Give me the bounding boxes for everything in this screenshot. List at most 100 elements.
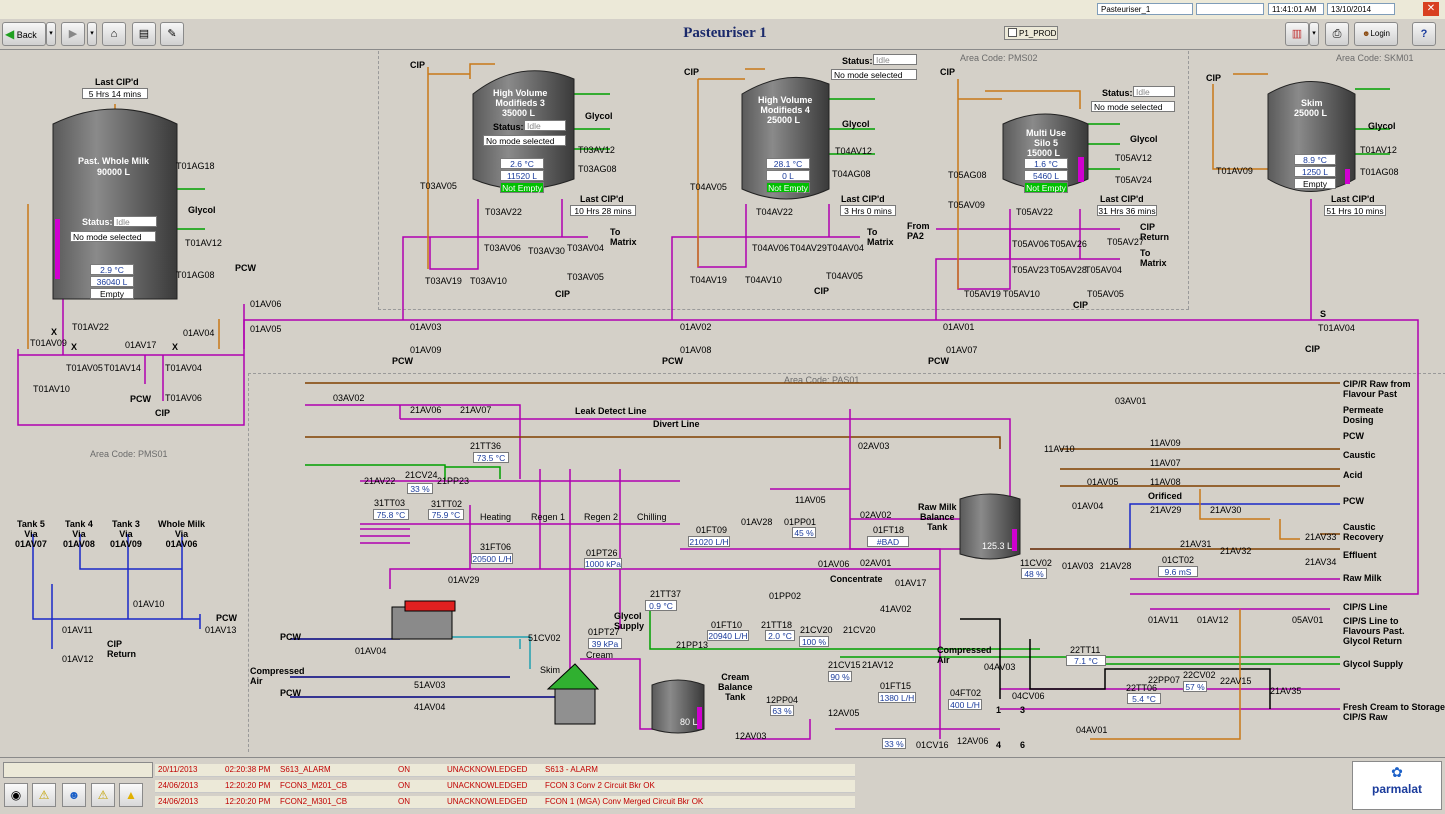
21av07-label[interactable]: 21AV07 bbox=[460, 405, 492, 415]
skim-ag08-label[interactable]: T01AG08 bbox=[1360, 167, 1399, 177]
05av01-label[interactable]: 05AV01 bbox=[1292, 615, 1324, 625]
01av04-process-b-label[interactable]: 01AV04 bbox=[1072, 501, 1104, 511]
22pp07-label[interactable]: 22PP07 bbox=[1148, 675, 1181, 685]
03av01-label[interactable]: 03AV01 bbox=[1115, 396, 1147, 406]
01av06-label[interactable]: 01AV06 bbox=[250, 299, 282, 309]
11av10-label[interactable]: 11AV10 bbox=[1044, 444, 1075, 454]
21av31-label[interactable]: 21AV31 bbox=[1180, 539, 1212, 549]
01av12-label[interactable]: 01AV12 bbox=[1197, 615, 1229, 625]
t05av09-label[interactable]: T05AV09 bbox=[948, 200, 985, 210]
t03ag08-label[interactable]: T03AG08 bbox=[578, 164, 617, 174]
alarm-row-0[interactable]: 20/11/2013 02:20:38 PM S613_ALARM ON UNA… bbox=[155, 764, 855, 777]
21av29-label[interactable]: 21AV29 bbox=[1150, 505, 1182, 515]
t05av26-label[interactable]: T05AV26 bbox=[1050, 239, 1087, 249]
01av05-process-label[interactable]: 01AV05 bbox=[1087, 477, 1119, 487]
11av09-label[interactable]: 11AV09 bbox=[1150, 438, 1181, 448]
alarm-summary-button[interactable]: ⚠ bbox=[32, 783, 56, 807]
t04av29-label[interactable]: T04AV29 bbox=[790, 243, 827, 253]
regen1-section[interactable]: Regen 1 bbox=[531, 512, 566, 522]
t04av12-label[interactable]: T04AV12 bbox=[835, 146, 872, 156]
t05av04-label[interactable]: T05AV04 bbox=[1085, 265, 1122, 275]
t01ag08-label[interactable]: T01AG08 bbox=[176, 270, 215, 280]
alarm-list-button[interactable]: ⚠ bbox=[91, 783, 115, 807]
t03av12-label[interactable]: T03AV12 bbox=[578, 145, 615, 155]
12av05-label[interactable]: 12AV05 bbox=[828, 708, 860, 718]
21av28-label[interactable]: 21AV28 bbox=[1100, 561, 1132, 571]
p1-prod-checkbox[interactable]: P1_PROD bbox=[1004, 26, 1058, 40]
raw-milk-balance-tank-label[interactable]: Raw Milk Balance Tank bbox=[918, 502, 957, 532]
11cv02-label[interactable]: 11CV02 bbox=[1020, 558, 1052, 568]
cream-balance-tank-label[interactable]: Cream Balance Tank bbox=[718, 672, 753, 702]
alarm-row-1[interactable]: 24/06/2013 12:20:20 PM FCON3_M201_CB ON … bbox=[155, 780, 855, 793]
back-button[interactable]: ◀ Back bbox=[2, 22, 46, 46]
22av15-label[interactable]: 22AV15 bbox=[1220, 676, 1252, 686]
t03av30-label[interactable]: T03AV30 bbox=[528, 246, 565, 256]
01pp01-label[interactable]: 01PP01 bbox=[784, 517, 817, 527]
t03av05b-label[interactable]: T03AV05 bbox=[567, 272, 604, 282]
03av02-label[interactable]: 03AV02 bbox=[333, 393, 365, 403]
heating-section[interactable]: Heating bbox=[480, 512, 512, 522]
01pp02-label[interactable]: 01PP02 bbox=[769, 591, 802, 601]
t03av05-label[interactable]: T03AV05 bbox=[420, 181, 457, 191]
t03-tank-name[interactable]: High Volume Modifieds 3 bbox=[493, 88, 548, 108]
04av03-label[interactable]: 04AV03 bbox=[984, 662, 1016, 672]
forward-dropdown-button[interactable]: ▾ bbox=[87, 22, 97, 46]
login-button[interactable]: ☻Login bbox=[1354, 22, 1398, 46]
t04av10-label[interactable]: T04AV10 bbox=[745, 275, 782, 285]
t04av04-label[interactable]: T04AV04 bbox=[827, 243, 864, 253]
back-dropdown-button[interactable]: ▾ bbox=[46, 22, 56, 46]
01av11-label[interactable]: 01AV11 bbox=[1148, 615, 1179, 625]
01av29-label[interactable]: 01AV29 bbox=[448, 575, 480, 585]
skim-av12-label[interactable]: T01AV12 bbox=[1360, 145, 1397, 155]
t01-tank-name[interactable]: Past. Whole Milk bbox=[78, 156, 150, 166]
21cv20-label[interactable]: 21CV20 bbox=[800, 625, 833, 635]
home-button[interactable]: ⌂ bbox=[102, 22, 126, 46]
pms01-av13-label[interactable]: 01AV13 bbox=[205, 625, 237, 635]
02av01-label[interactable]: 02AV01 bbox=[860, 558, 892, 568]
alarm-row-2[interactable]: 24/06/2013 12:20:20 PM FCON2_M301_CB ON … bbox=[155, 796, 855, 809]
alarm-users-button[interactable]: ☻ bbox=[62, 783, 86, 807]
trend-button[interactable]: ▥ bbox=[1285, 22, 1309, 46]
t04av05b-label[interactable]: T04AV05 bbox=[826, 271, 863, 281]
01av05-label[interactable]: 01AV05 bbox=[250, 324, 282, 334]
overview-button[interactable]: ▤ bbox=[132, 22, 156, 46]
t05av12-label[interactable]: T05AV12 bbox=[1115, 153, 1152, 163]
t05-tank-name[interactable]: Multi Use Silo 5 bbox=[1026, 128, 1067, 148]
t04-tank-name[interactable]: High Volume Modifieds 4 bbox=[758, 95, 813, 115]
t01av10-label[interactable]: T01AV10 bbox=[33, 384, 70, 394]
help-button[interactable]: ? bbox=[1412, 22, 1436, 46]
pms01-av10-label[interactable]: 01AV10 bbox=[133, 599, 165, 609]
02av02-label[interactable]: 02AV02 bbox=[860, 510, 892, 520]
t03av22-label[interactable]: T03AV22 bbox=[485, 207, 522, 217]
trend-dropdown-button[interactable]: ▾ bbox=[1309, 22, 1319, 46]
t01av09-label[interactable]: T01AV09 bbox=[30, 338, 67, 348]
21av35-label[interactable]: 21AV35 bbox=[1270, 686, 1302, 696]
regen2-section[interactable]: Regen 2 bbox=[584, 512, 619, 522]
skim-av09-label[interactable]: T01AV09 bbox=[1216, 166, 1253, 176]
close-button[interactable]: ✕ bbox=[1423, 2, 1439, 16]
04cv06-label[interactable]: 04CV06 bbox=[1012, 691, 1045, 701]
51av03-label[interactable]: 51AV03 bbox=[414, 680, 446, 690]
pms01-av12-label[interactable]: 01AV12 bbox=[62, 654, 94, 664]
skim-tank-name[interactable]: Skim bbox=[1301, 98, 1323, 108]
41av04-label[interactable]: 41AV04 bbox=[414, 702, 446, 712]
t05av19-label[interactable]: T05AV19 bbox=[964, 289, 1001, 299]
11av08-label[interactable]: 11AV08 bbox=[1150, 477, 1181, 487]
forward-button[interactable]: ▶ bbox=[61, 22, 85, 46]
t05av27-label[interactable]: T05AV27 bbox=[1107, 237, 1144, 247]
21av33-label[interactable]: 21AV33 bbox=[1305, 532, 1337, 542]
t04av06-label[interactable]: T04AV06 bbox=[752, 243, 789, 253]
t05av22-label[interactable]: T05AV22 bbox=[1016, 207, 1053, 217]
t03av19-label[interactable]: T03AV19 bbox=[425, 276, 462, 286]
21av34-label[interactable]: 21AV34 bbox=[1305, 557, 1337, 567]
t01av14-label[interactable]: T01AV14 bbox=[104, 363, 141, 373]
t03av06-label[interactable]: T03AV06 bbox=[484, 243, 521, 253]
t04av19-label[interactable]: T04AV19 bbox=[690, 275, 727, 285]
t03av04-label[interactable]: T03AV04 bbox=[567, 243, 604, 253]
41av02-label[interactable]: 41AV02 bbox=[880, 604, 912, 614]
t01ag18-label[interactable]: T01AG18 bbox=[176, 161, 215, 171]
01av17-label[interactable]: 01AV17 bbox=[125, 340, 157, 350]
12av06-label[interactable]: 12AV06 bbox=[957, 736, 989, 746]
21av22-label[interactable]: 21AV22 bbox=[364, 476, 396, 486]
t05av06-label[interactable]: T05AV06 bbox=[1012, 239, 1049, 249]
